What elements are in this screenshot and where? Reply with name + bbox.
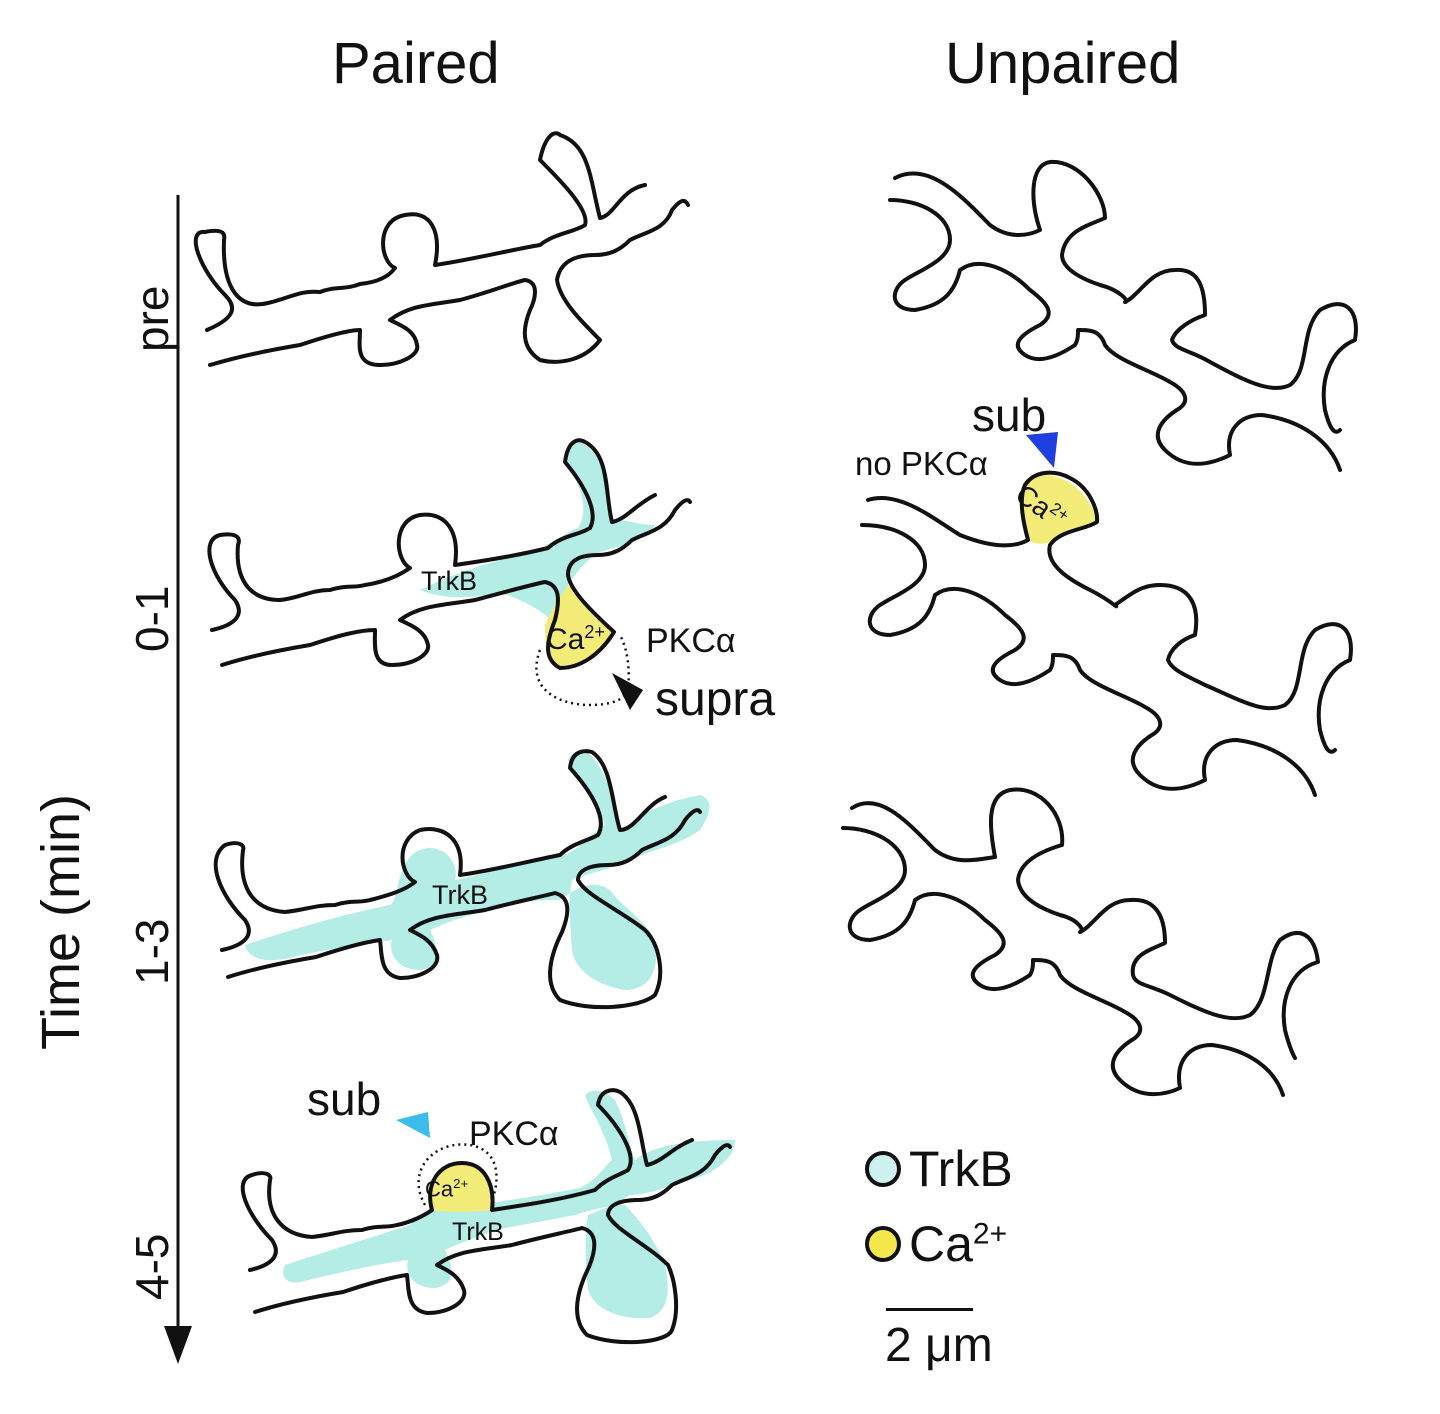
time-tick-0-1: 0-1 bbox=[126, 585, 178, 652]
dendrite-unpaired-bottom bbox=[841, 787, 1320, 1097]
time-axis-label: Time (min) bbox=[31, 794, 91, 1050]
supra-label: supra bbox=[655, 673, 776, 726]
sub-label-paired: sub bbox=[307, 1073, 382, 1125]
time-axis-arrow bbox=[164, 195, 192, 1364]
trkb-label-1-3: TrkB bbox=[432, 880, 488, 910]
ca-swatch-icon bbox=[865, 1226, 901, 1262]
trkb-label-4-5: TrkB bbox=[452, 1218, 504, 1246]
paired-title: Paired bbox=[332, 31, 500, 96]
dendrite-unpaired-middle bbox=[860, 432, 1353, 797]
sub-arrowhead-unpaired bbox=[1026, 432, 1058, 468]
dendrite-paired-1-3 bbox=[213, 749, 710, 1010]
sub-label-unpaired: sub bbox=[972, 389, 1047, 441]
ca-label-0-1: Ca2+ bbox=[546, 622, 605, 656]
dendrite-unpaired-top bbox=[888, 159, 1358, 472]
pkc-label-4-5: PKCα bbox=[469, 1115, 559, 1153]
no-pkc-label: no PKCα bbox=[855, 445, 988, 482]
time-tick-1-3: 1-3 bbox=[126, 918, 178, 985]
trkb-label-0-1: TrkB bbox=[421, 566, 477, 596]
dendrite-paired-0-1 bbox=[207, 438, 692, 710]
time-tick-4-5: 4-5 bbox=[126, 1233, 178, 1300]
time-tick-pre: pre bbox=[126, 285, 178, 352]
legend-item-ca: Ca2+ bbox=[865, 1215, 1007, 1273]
dendrite-paired-4-5 bbox=[240, 1088, 735, 1345]
dendrite-paired-pre bbox=[193, 131, 690, 367]
scale-bar-label: 2 μm bbox=[885, 1319, 993, 1372]
pkc-label-0-1: PKCα bbox=[646, 622, 736, 660]
legend-item-trkb: TrkB bbox=[865, 1140, 1013, 1198]
unpaired-title: Unpaired bbox=[945, 31, 1181, 96]
trkb-swatch-icon bbox=[865, 1151, 901, 1187]
scale-bar bbox=[886, 1308, 973, 1311]
ca-label-4-5: Ca2+ bbox=[425, 1176, 469, 1202]
sub-arrowhead-paired bbox=[396, 1112, 430, 1138]
